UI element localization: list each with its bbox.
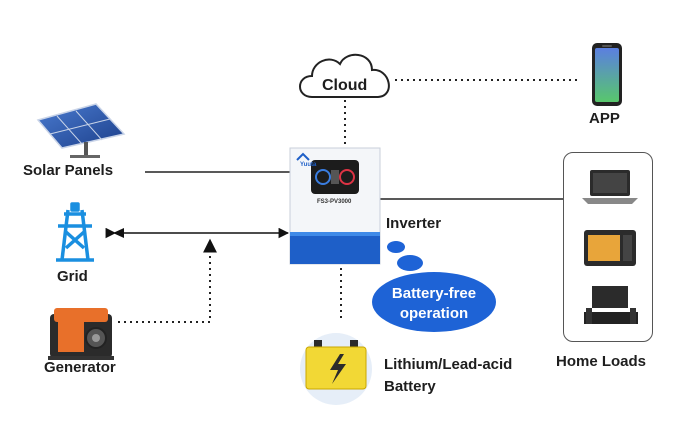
battery-free-bubble — [372, 241, 496, 332]
app-label: APP — [589, 110, 620, 127]
battery-free-text-line1: Battery-free — [391, 285, 477, 302]
grid-tower-icon — [56, 202, 94, 262]
phone-icon — [592, 43, 622, 106]
generator-label: Generator — [44, 359, 116, 376]
microwave-icon — [584, 230, 636, 266]
battery-icon — [300, 333, 372, 405]
generator-icon — [48, 308, 114, 360]
connector-lines — [105, 79, 580, 323]
battery-label-line2: Battery — [384, 378, 436, 395]
battery-label-line1: Lithium/Lead-acid — [384, 356, 513, 373]
inverter-label: Inverter — [386, 215, 442, 232]
inverter-model-label: FS3-PV3000 — [317, 199, 352, 205]
cloud-label: Cloud — [322, 77, 368, 94]
inverter-device — [289, 147, 381, 265]
battery-free-text-line2: operation — [399, 305, 469, 322]
laptop-icon — [582, 170, 638, 204]
home-loads-label: Home Loads — [556, 353, 647, 370]
home-loads-box — [563, 152, 653, 342]
grid-label: Grid — [57, 268, 88, 285]
grid-arrow-left-head — [113, 228, 124, 238]
solar-panel-icon — [36, 103, 126, 158]
inverter-brand-label: Yuuta — [300, 162, 317, 168]
tv-icon — [584, 286, 638, 324]
cloud-icon — [299, 54, 390, 98]
solar-panels-label: Solar Panels — [23, 162, 114, 179]
